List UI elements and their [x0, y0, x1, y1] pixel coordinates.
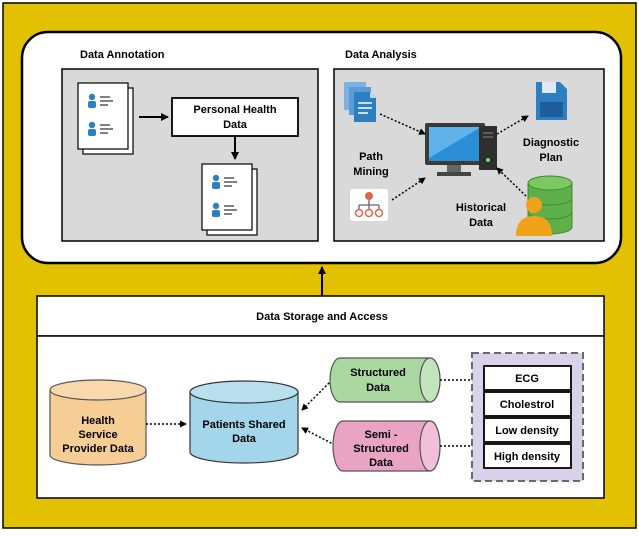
arrow-historical-to-computer — [496, 167, 527, 197]
semi-structured-cylinder — [332, 420, 441, 472]
document-stack-icon — [77, 82, 134, 155]
semi-line1: Semi - — [364, 429, 397, 441]
provider-line2: Service — [78, 429, 117, 441]
path-mining-line1: Path — [359, 151, 383, 163]
item-box-cholestrol — [483, 391, 572, 417]
structured-line2: Data — [366, 382, 391, 394]
blue-document-icon — [344, 82, 376, 122]
provider-cylinder — [49, 379, 147, 466]
historical-data-line2: Data — [469, 217, 494, 229]
provider-line3: Provider Data — [62, 443, 134, 455]
path-mining-line2: Mining — [353, 166, 388, 178]
analysis-title: Data Analysis — [345, 49, 417, 61]
arrow-doc-to-computer — [379, 113, 426, 135]
database-person-icon — [516, 175, 573, 236]
shared-line1: Patients Shared — [202, 419, 285, 431]
historical-data-line1: Historical — [456, 202, 506, 214]
shared-line2: Data — [232, 433, 257, 445]
diagnostic-plan-line2: Plan — [539, 152, 563, 164]
shared-cylinder — [189, 380, 299, 464]
arrow-structured-to-shared — [301, 379, 333, 411]
diagnostic-plan-line1: Diagnostic — [523, 137, 579, 149]
personal-health-line1: Personal Health — [193, 104, 276, 116]
structured-cylinder — [329, 357, 441, 403]
arrow-mining-to-computer — [391, 177, 426, 201]
structured-line1: Structured — [350, 367, 406, 379]
annotation-title: Data Annotation — [80, 49, 165, 61]
personal-health-line2: Data — [223, 119, 248, 131]
document-stack-icon-2 — [201, 163, 258, 236]
semi-line3: Data — [369, 457, 394, 469]
storage-title: Data Storage and Access — [256, 311, 388, 323]
semi-line2: Structured — [353, 443, 409, 455]
computer-icon — [425, 123, 497, 176]
item-box-ecg — [483, 365, 572, 391]
personal-health-box — [171, 97, 299, 137]
item-box-low-density — [483, 417, 572, 443]
item-low-density: Low density — [495, 425, 559, 437]
item-ecg: ECG — [515, 373, 539, 385]
diagnostic-plan-icon — [536, 82, 567, 120]
item-cholestrol: Cholestrol — [500, 399, 554, 411]
org-chart-icon — [350, 189, 388, 221]
provider-line1: Health — [81, 415, 115, 427]
arrow-computer-to-plan — [496, 115, 529, 135]
storage-header-box — [36, 295, 605, 337]
item-box-high-density — [483, 443, 572, 469]
item-high-density: High density — [494, 451, 561, 463]
